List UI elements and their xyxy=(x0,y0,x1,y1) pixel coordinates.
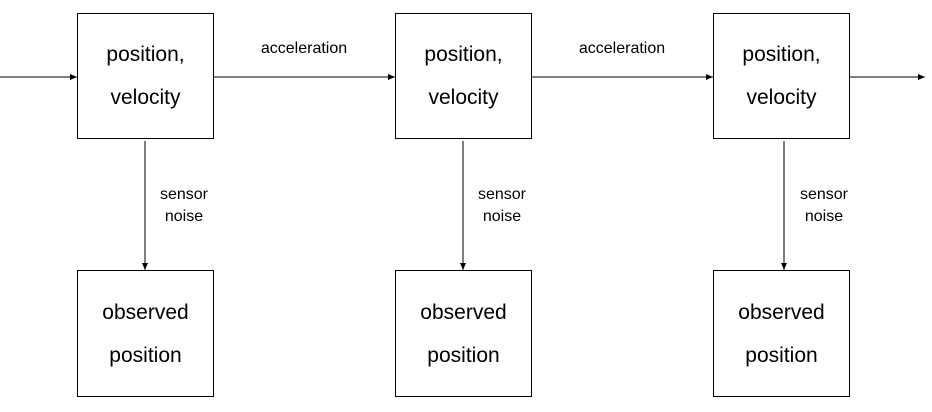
observation-node-3-line2: position xyxy=(745,343,818,367)
transition-label-1: acceleration xyxy=(260,40,348,57)
state-node-2: position, velocity xyxy=(395,13,532,139)
observation-node-3-line1: observed xyxy=(738,300,825,324)
state-node-2-line1: position, xyxy=(424,43,503,66)
emission-label-3-line1: sensor xyxy=(799,186,849,203)
emission-label-2: sensor noise xyxy=(478,184,526,228)
state-node-1-line1: position, xyxy=(106,43,185,66)
emission-label-3: sensor noise xyxy=(800,184,848,228)
observation-node-1-line1: observed xyxy=(102,300,189,324)
state-node-1-line2: velocity xyxy=(110,86,181,109)
emission-label-2-line1: sensor xyxy=(477,186,527,203)
emission-label-1: sensor noise xyxy=(160,184,208,228)
state-node-3-line1: position, xyxy=(742,43,821,66)
observation-node-1-line2: position xyxy=(109,343,182,367)
emission-label-1-line1: sensor xyxy=(159,186,209,203)
emission-label-2-line2: noise xyxy=(482,208,522,225)
state-node-1: position, velocity xyxy=(77,13,214,139)
observation-node-2-line2: position xyxy=(427,343,500,367)
observation-node-1: observed position xyxy=(77,270,214,397)
emission-label-1-line2: noise xyxy=(164,208,204,225)
observation-node-3: observed position xyxy=(713,270,850,397)
state-node-3: position, velocity xyxy=(713,13,850,139)
state-node-3-line2: velocity xyxy=(746,86,817,109)
observation-node-2-line1: observed xyxy=(420,300,507,324)
state-node-2-line2: velocity xyxy=(428,86,499,109)
transition-label-2: acceleration xyxy=(578,40,666,57)
emission-label-3-line2: noise xyxy=(804,208,844,225)
observation-node-2: observed position xyxy=(395,270,532,397)
